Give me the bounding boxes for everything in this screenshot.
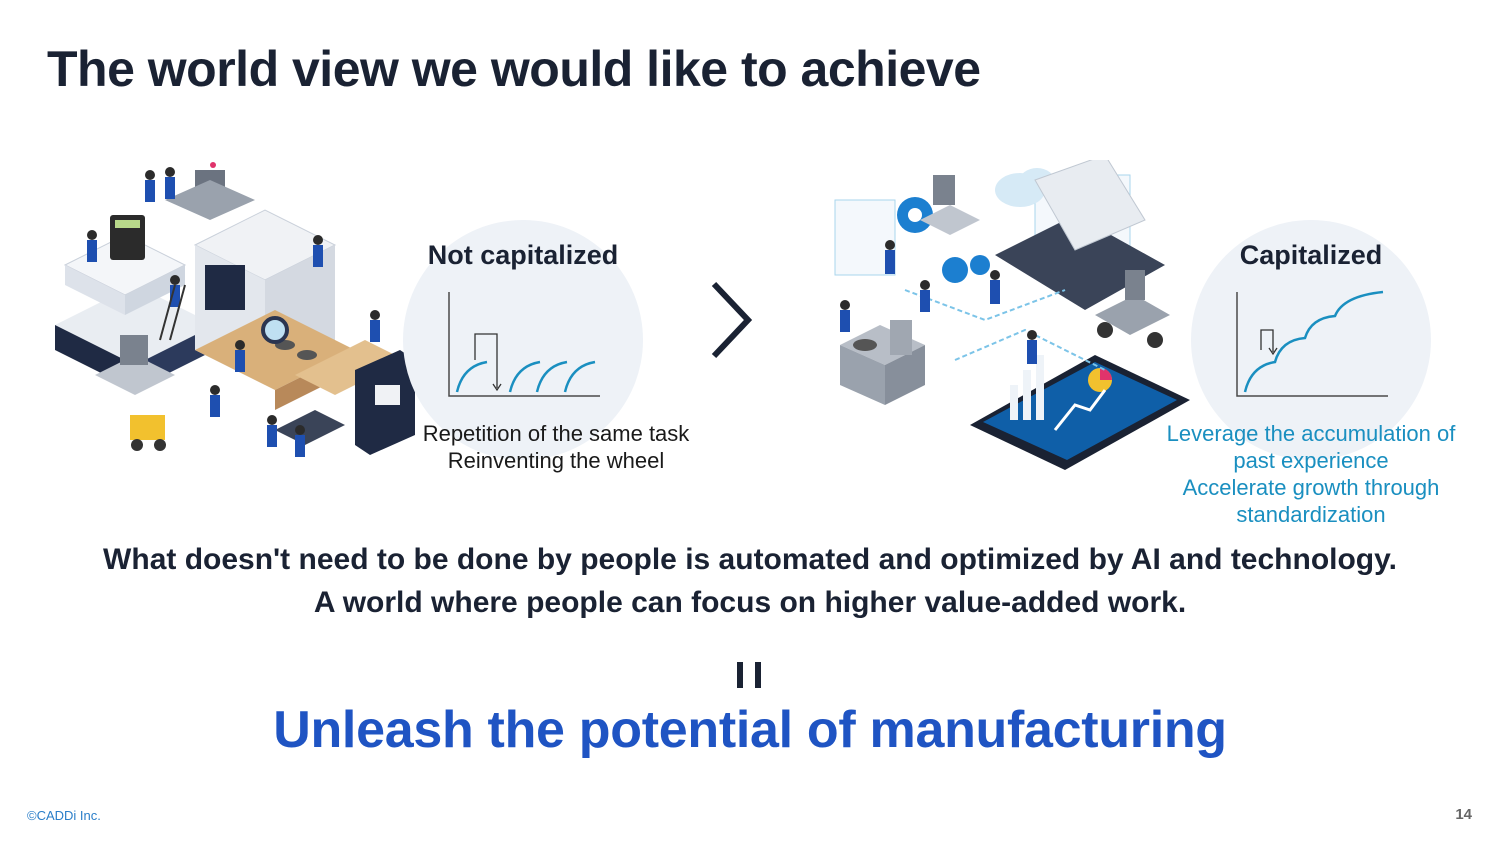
page-number: 14: [1455, 806, 1472, 823]
chevron-right-icon: [711, 281, 753, 359]
repetition-chart-icon: [448, 292, 600, 397]
vision-statement: What doesn't need to be done by people i…: [0, 538, 1500, 624]
caption-line: Leverage the accumulation of: [1166, 421, 1456, 446]
digital-factory-illustration: [834, 160, 1190, 470]
not-capitalized-label: Not capitalized: [427, 240, 619, 270]
slide-title: The world view we would like to achieve: [47, 41, 981, 97]
caption-line: past experience: [1233, 448, 1389, 473]
headline: Unleash the potential of manufacturing: [273, 701, 1227, 759]
caption-line: standardization: [1236, 502, 1386, 527]
not-capitalized-caption: Repetition of the same task Reinventing …: [400, 420, 712, 474]
statement-line: A world where people can focus on higher…: [313, 586, 1187, 619]
equals-icon: [734, 662, 764, 688]
copyright: ©CADDi Inc.: [27, 808, 101, 823]
caption-line: Repetition of the same task: [422, 421, 690, 446]
capitalized-caption: Leverage the accumulation of past experi…: [1148, 420, 1474, 528]
not-capitalized-circle: [403, 220, 643, 460]
capitalized-circle: [1191, 220, 1431, 460]
statement-line: What doesn't need to be done by people i…: [103, 543, 1397, 576]
traditional-factory-illustration: [55, 162, 415, 457]
growth-chart-icon: [1236, 290, 1388, 397]
caption-line: Accelerate growth through: [1182, 475, 1440, 500]
capitalized-label: Capitalized: [1239, 240, 1383, 270]
caption-line: Reinventing the wheel: [447, 448, 665, 473]
